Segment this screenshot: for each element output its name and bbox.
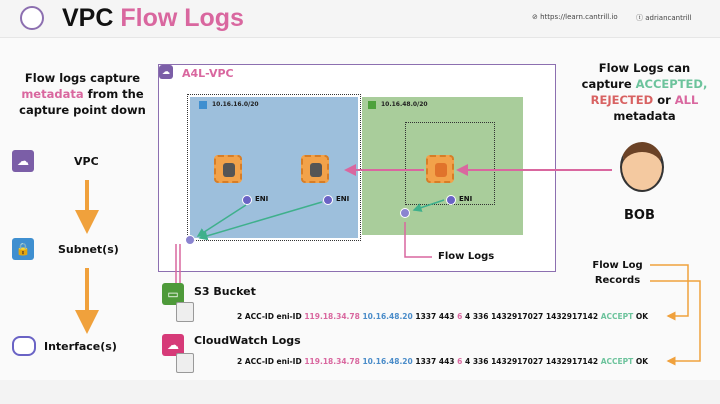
ec2-instance-1-icon (214, 155, 242, 183)
eni-2-label: ENI (336, 195, 350, 203)
level-interface: Interface(s) (44, 340, 117, 353)
log-file-icon (176, 353, 194, 373)
person-label: BOB (624, 208, 655, 223)
log-file-icon (176, 302, 194, 322)
vpc-small-icon: ☁ (159, 65, 173, 79)
flow-logs-pointer (404, 222, 432, 258)
header (0, 0, 720, 38)
subnet-2-icon (368, 101, 376, 109)
twitter-handle[interactable]: ⓣ adriancantrill (636, 14, 692, 22)
subnet-lock-icon: 🔒 (12, 238, 34, 260)
eni-1-label: ENI (255, 195, 269, 203)
flow-logs-label: Flow Logs (438, 251, 495, 262)
subnet-2-cidr: 10.16.48.0/20 (381, 101, 428, 108)
cloudwatch-logs-label: CloudWatch Logs (194, 334, 301, 347)
eni-3-icon (446, 195, 456, 205)
ec2-instance-2-icon (301, 155, 329, 183)
s3-bucket-icon: ▭ (162, 283, 184, 305)
flow-log-icon-eni (400, 208, 410, 218)
bob-avatar-icon (620, 142, 664, 192)
cloudwatch-logs-icon: ☁ (162, 334, 184, 356)
eni-1-icon (242, 195, 252, 205)
level-vpc: VPC (74, 155, 99, 168)
subnet-1-icon (199, 101, 207, 109)
vpc-name: A4L-VPC (182, 67, 234, 80)
subnet-1-boundary (187, 94, 361, 241)
ec2-instance-3-icon (426, 155, 454, 183)
eni-3-label: ENI (459, 195, 473, 203)
left-explanation: Flow logs capture metadata from the capt… (19, 71, 146, 117)
s3-log-record: 2 ACC-ID eni-ID 119.18.34.78 10.16.48.20… (237, 312, 649, 321)
course-link[interactable]: ⊘ https://learn.cantrill.io (532, 13, 618, 21)
s3-bucket-label: S3 Bucket (194, 285, 256, 298)
vpc-icon: ☁ (12, 150, 34, 172)
flow-log-icon-subnet (185, 235, 195, 245)
subnet-1-cidr: 10.16.16.0/20 (212, 101, 259, 108)
vpc-flow-logs-icon (20, 6, 44, 30)
interface-icon (12, 336, 36, 356)
cloudwatch-log-record: 2 ACC-ID eni-ID 119.18.34.78 10.16.48.20… (237, 357, 649, 366)
page-title: VPC Flow Logs (62, 4, 244, 32)
level-subnet: Subnet(s) (58, 243, 119, 256)
right-explanation: Flow Logs can capture ACCEPTED, REJECTED… (581, 61, 708, 123)
eni-2-icon (323, 195, 333, 205)
